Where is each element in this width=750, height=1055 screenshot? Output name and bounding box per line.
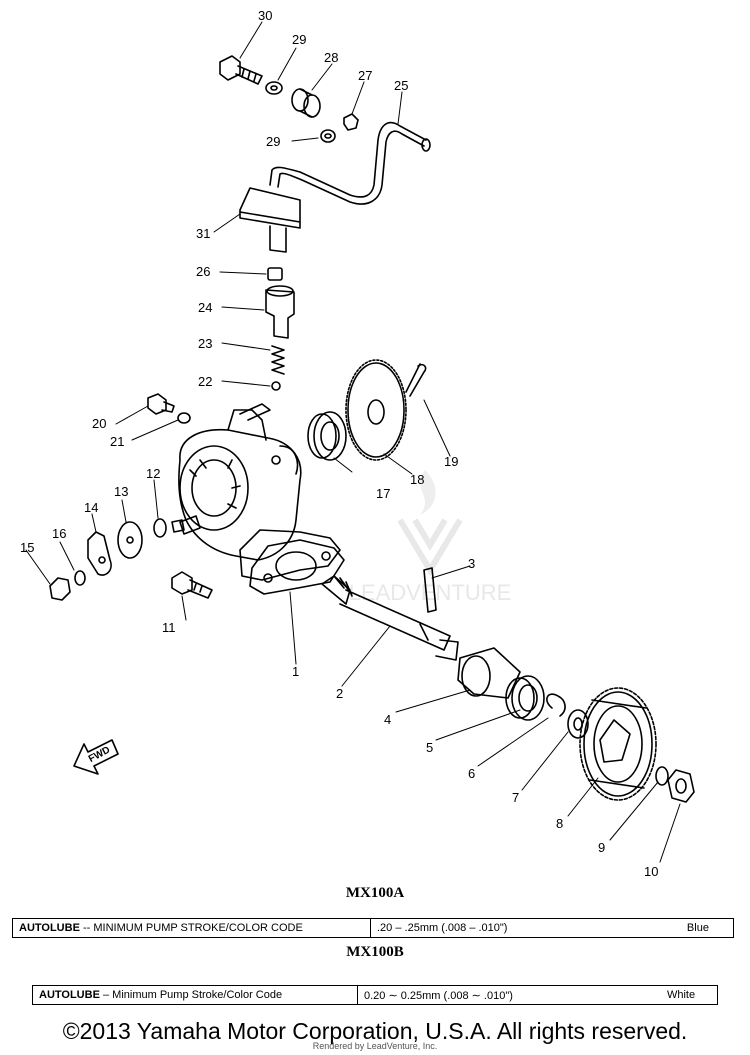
callout-24: 24 xyxy=(198,300,212,315)
callout-31: 31 xyxy=(196,226,210,241)
callout-4: 4 xyxy=(384,712,391,727)
callout-7: 7 xyxy=(512,790,519,805)
callout-12: 12 xyxy=(146,466,160,481)
callout-29-b: 29 xyxy=(266,134,280,149)
callout-29: 29 xyxy=(292,32,306,47)
model-a-label: AUTOLUBE xyxy=(19,922,80,934)
part-7-washer xyxy=(567,709,589,739)
part-23-spring xyxy=(271,345,285,375)
fwd-arrow-icon xyxy=(73,739,119,775)
callout-6: 6 xyxy=(468,766,475,781)
model-b-spec-table: AUTOLUBE – Minimum Pump Stroke/Color Cod… xyxy=(32,985,719,1005)
part-18-worm-wheel xyxy=(345,359,407,461)
model-a-title: MX100A xyxy=(345,885,405,901)
callout-9: 9 xyxy=(598,840,605,855)
callout-14: 14 xyxy=(84,500,98,515)
callout-27: 27 xyxy=(358,68,372,83)
model-a-spec: .20 – .25mm (.008 – .010") xyxy=(369,918,663,938)
callout-16: 16 xyxy=(52,526,66,541)
callout-10: 10 xyxy=(644,864,658,879)
model-a-description: -- MINIMUM PUMP STROKE/COLOR CODE xyxy=(82,922,303,934)
table-row: AUTOLUBE -- MINIMUM PUMP STROKE/COLOR CO… xyxy=(12,918,734,938)
part-19-cotter-pin xyxy=(405,363,427,397)
part-6-circlip xyxy=(546,693,566,717)
part-5-bearing xyxy=(505,675,545,721)
part-9-washer xyxy=(655,766,669,786)
callout-25: 25 xyxy=(394,78,408,93)
model-b-description: – Minimum Pump Stroke/Color Code xyxy=(102,989,283,1001)
callout-8: 8 xyxy=(556,816,563,831)
model-b-title: MX100B xyxy=(346,944,404,960)
callout-18: 18 xyxy=(410,472,424,487)
part-25-delivery-pipe xyxy=(269,121,431,205)
model-b-spec: 0.20 ∼ 0.25mm (.008 ∼ .010") xyxy=(357,985,646,1005)
part-26-seal xyxy=(267,267,283,281)
part-27-nut xyxy=(343,113,359,131)
callout-5: 5 xyxy=(426,740,433,755)
callout-13: 13 xyxy=(114,484,128,499)
callout-2: 2 xyxy=(336,686,343,701)
callout-26: 26 xyxy=(196,264,210,279)
part-12-washer xyxy=(153,518,167,538)
part-31-plate xyxy=(239,187,301,253)
copyright-notice: ©2013 Yamaha Motor Corporation, U.S.A. A… xyxy=(62,1018,688,1044)
model-b-label: AUTOLUBE xyxy=(39,989,100,1001)
part-14-pulley xyxy=(87,531,112,576)
part-30-bolt xyxy=(219,55,263,85)
callout-22: 22 xyxy=(198,374,212,389)
part-17-bearing xyxy=(307,411,347,461)
part-4-collar xyxy=(457,647,521,699)
callout-3: 3 xyxy=(468,556,475,571)
part-3-pin xyxy=(423,567,437,613)
callout-28: 28 xyxy=(324,50,338,65)
callout-1: 1 xyxy=(292,664,299,679)
callout-21: 21 xyxy=(110,434,124,449)
rendered-by-notice: Rendered by LeadVenture, Inc. xyxy=(312,1041,438,1051)
part-16-washer xyxy=(74,570,86,586)
model-b-color: White xyxy=(645,985,719,1005)
part-29-washer xyxy=(265,81,283,95)
part-15-nut xyxy=(49,577,71,601)
model-a-color: Blue xyxy=(662,918,734,938)
part-22-ball xyxy=(271,381,281,391)
part-13-plate xyxy=(117,521,143,559)
part-28-banjo-fitting xyxy=(291,88,321,118)
part-11-bolt xyxy=(171,571,213,599)
part-2-pump-drive-shaft xyxy=(321,575,459,661)
table-row: AUTOLUBE – Minimum Pump Stroke/Color Cod… xyxy=(32,985,719,1005)
part-1-gasket xyxy=(249,539,345,595)
part-20-bolt xyxy=(147,393,175,415)
fwd-label: FWD xyxy=(87,745,112,765)
callout-20: 20 xyxy=(92,416,106,431)
model-b-label-cell: AUTOLUBE – Minimum Pump Stroke/Color Cod… xyxy=(32,985,358,1005)
callout-17: 17 xyxy=(376,486,390,501)
part-10-nut xyxy=(667,769,695,803)
part-8-drive-gear xyxy=(579,687,657,801)
leader-lines xyxy=(25,21,681,863)
callout-23: 23 xyxy=(198,336,212,351)
model-a-spec-table: AUTOLUBE -- MINIMUM PUMP STROKE/COLOR CO… xyxy=(12,918,734,938)
callout-labels: 30 29 28 27 25 29 31 26 24 23 22 20 21 1… xyxy=(20,8,658,879)
callout-11: 11 xyxy=(162,620,176,635)
part-29-washer-lower xyxy=(320,129,336,143)
autolube-pump-exploded-diagram: FWD 30 29 28 27 25 29 31 26 24 23 22 20 … xyxy=(20,8,695,879)
callout-30: 30 xyxy=(258,8,272,23)
callout-19: 19 xyxy=(444,454,458,469)
model-a-label-cell: AUTOLUBE -- MINIMUM PUMP STROKE/COLOR CO… xyxy=(12,918,371,938)
callout-15: 15 xyxy=(20,540,34,555)
part-24-plunger-body xyxy=(265,285,295,339)
part-21-washer xyxy=(177,412,191,424)
part-pump-body xyxy=(171,403,341,581)
